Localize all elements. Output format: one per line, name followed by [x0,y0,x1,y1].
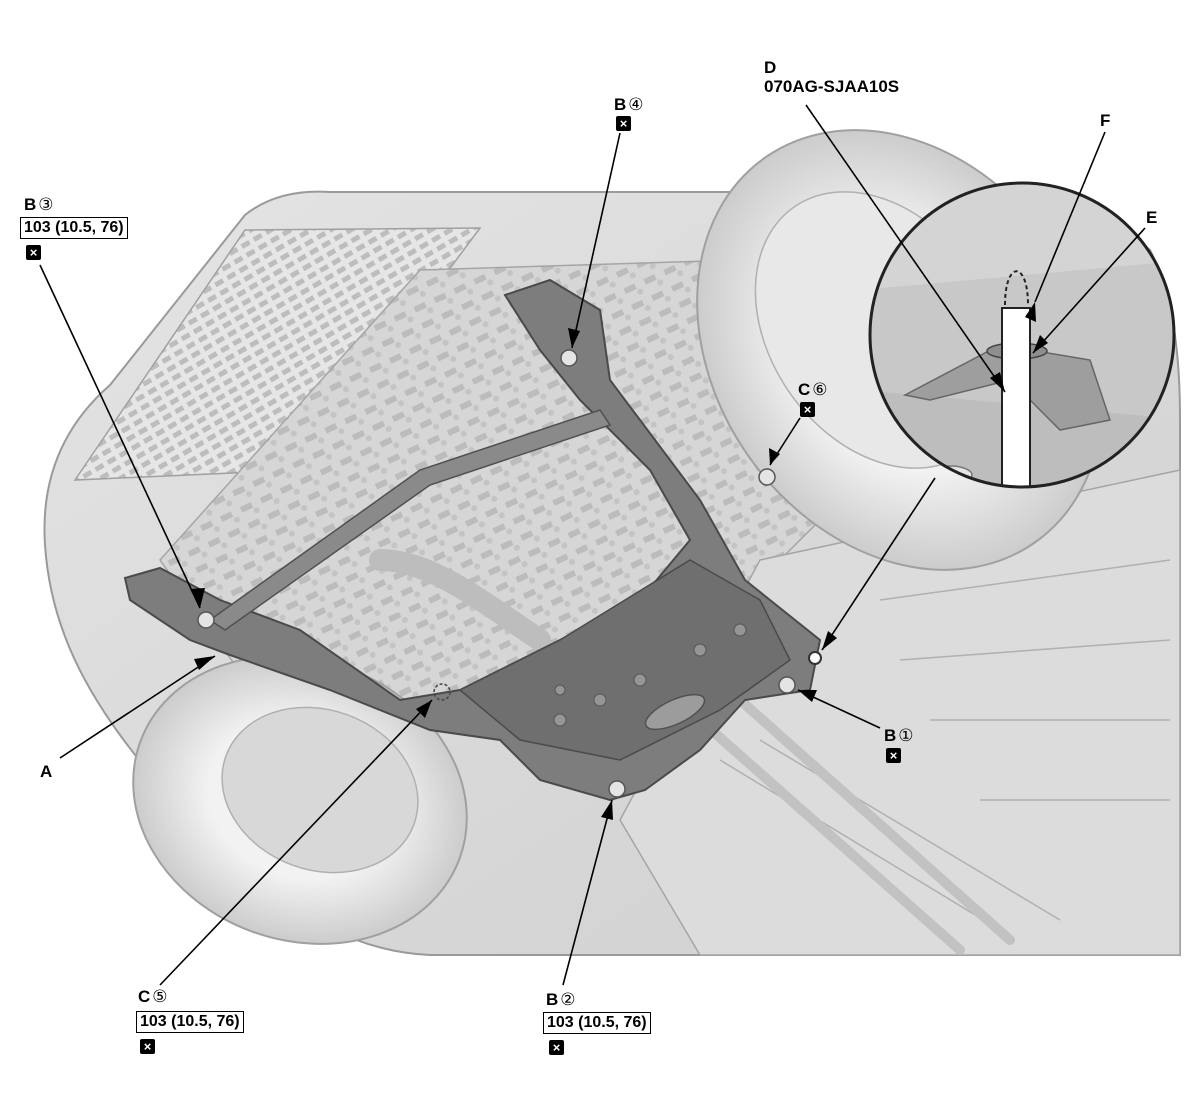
front-subframe [123,278,822,802]
callout-letter: F [1100,111,1111,130]
x-box-icon: × [140,1039,155,1054]
callout-number: ⑥ [812,380,828,399]
callout-a-label: A [40,762,52,782]
x-box-icon: × [886,748,901,763]
callout-c5-torque: 103 (10.5, 76) [136,1011,244,1033]
callout-letter: B [546,990,559,1009]
callout-letter: B [614,95,627,114]
callout-b2-torque: 103 (10.5, 76) [543,1012,651,1034]
callout-letter: E [1146,208,1158,227]
arrowheads [190,302,1048,820]
x-box-icon: × [800,402,815,417]
callout-number: ④ [628,95,644,114]
callout-number: ② [560,990,576,1009]
callout-e-label: E [1146,208,1157,228]
callout-letter: B [884,726,897,745]
x-box-icon: × [549,1040,564,1055]
callout-f-label: F [1100,111,1110,131]
callout-letter: C [138,987,151,1006]
callout-d-label: D 070AG-SJAA10S [764,58,899,96]
callout-letter: D [764,58,777,77]
leader-lines [39,104,1146,986]
callout-number: ③ [38,195,54,214]
x-box-icon: × [26,245,41,260]
callout-letter: C [798,380,811,399]
callout-letter: B [24,195,37,214]
special-tool-number: 070AG-SJAA10S [764,77,900,96]
callout-b3-torque: 103 (10.5, 76) [20,217,128,239]
callout-number: ⑤ [152,987,168,1006]
callout-letter: A [40,762,53,781]
x-box-icon: × [616,116,631,131]
callout-number: ① [898,726,914,745]
